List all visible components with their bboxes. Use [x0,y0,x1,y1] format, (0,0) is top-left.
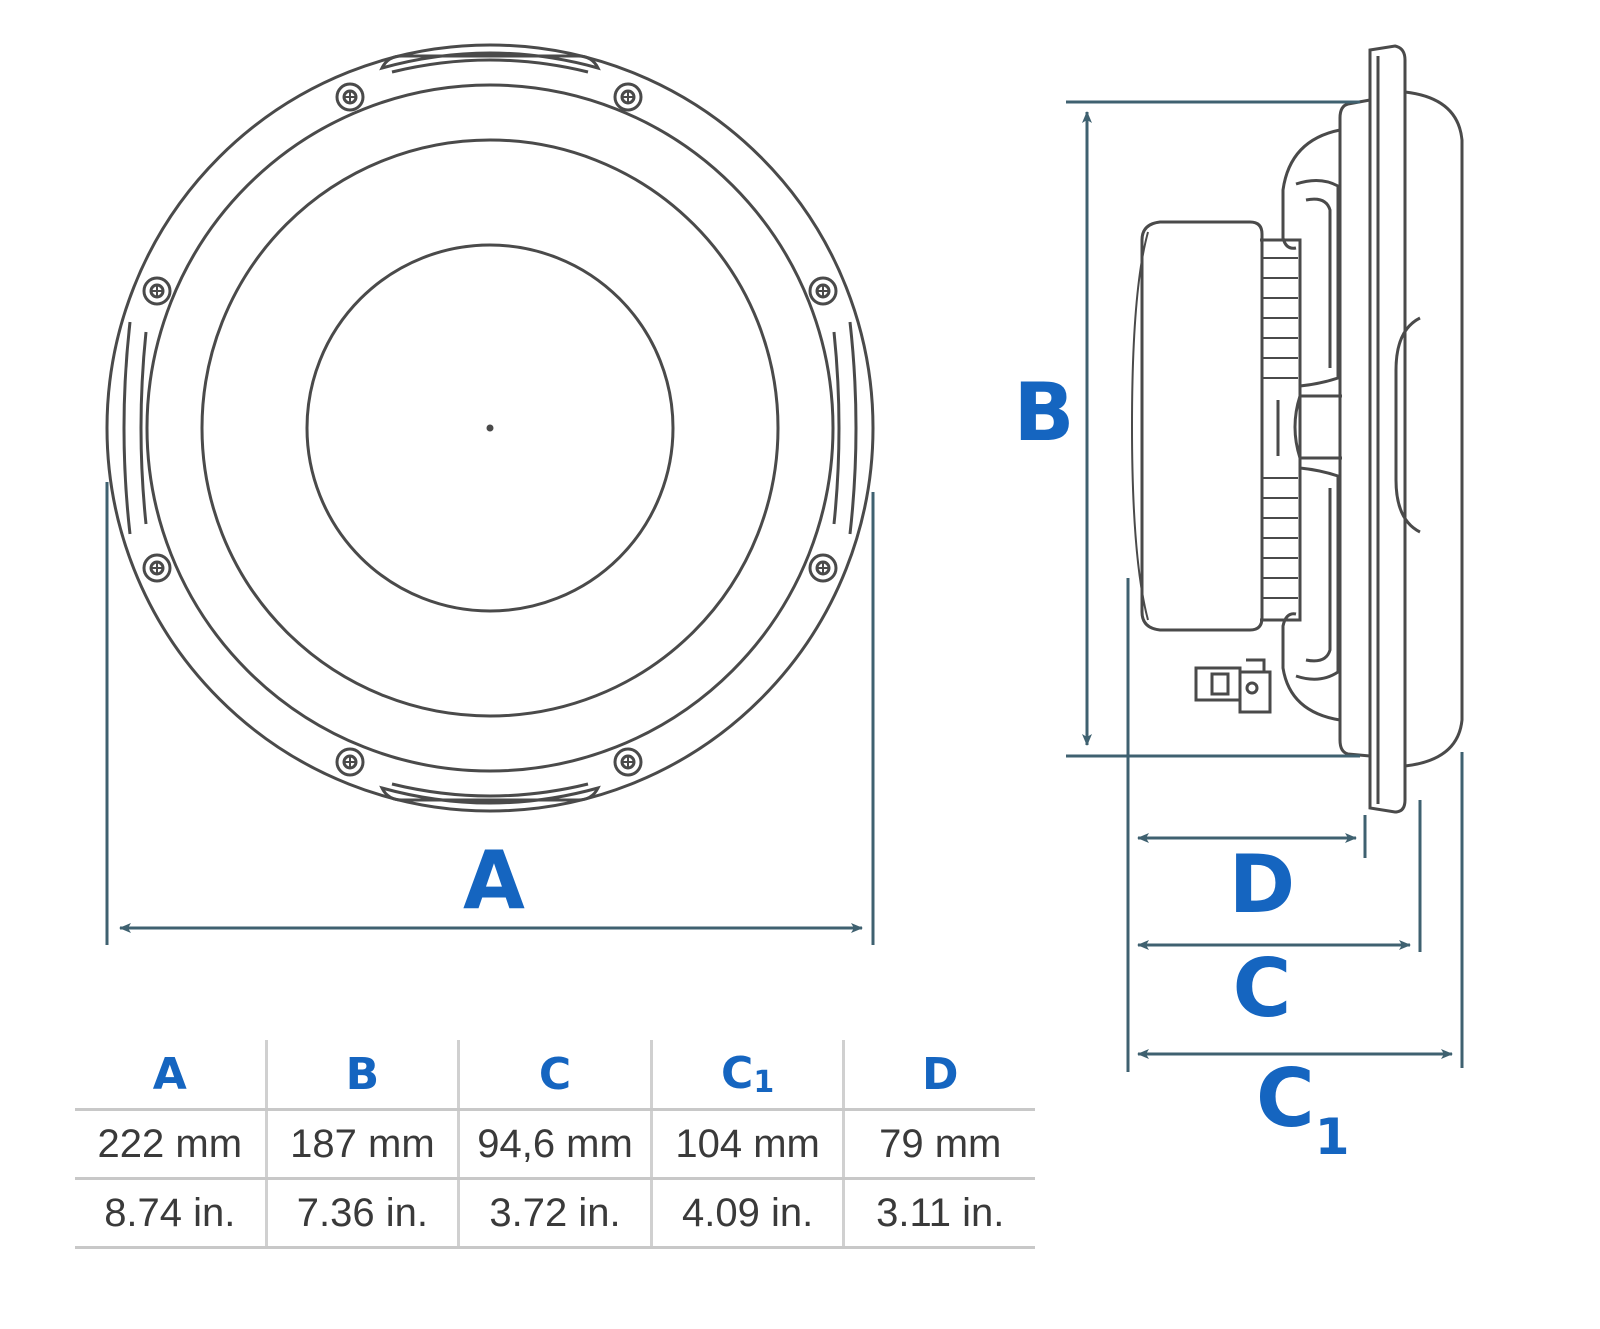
mounting-screw [613,747,643,777]
header-label: C [538,1048,572,1100]
lower-basket-rib [1295,466,1340,681]
label-c1: C1 [1256,1052,1350,1166]
frame-tab-left [122,321,132,535]
table-cell: 104 mm [649,1109,844,1180]
table-cell: 222 mm [75,1109,267,1180]
frame-tab-right [848,321,858,535]
outer-frame-ring [105,43,875,813]
inner-frame-ring [145,83,835,773]
header-c1: C1 [649,1040,844,1111]
header-label: C [721,1048,754,1099]
frame-tab-right-inner [832,331,841,525]
header-label: B [345,1048,380,1100]
lower-surround [1281,612,1341,722]
terminal-tab [1210,672,1230,696]
mounting-screw [808,553,838,583]
cone [305,243,675,613]
header-subscript: 1 [753,1065,775,1100]
table-cell: 7.36 in. [264,1178,459,1249]
speaker-side-view [1130,44,1464,814]
front-bezel [1404,90,1464,768]
mounting-screw [335,747,365,777]
table-row-mm: 222 mm 187 mm 94,6 mm 104 mm 79 mm [75,1109,1035,1180]
header-a: A [75,1040,267,1111]
label-d: D [1229,838,1295,931]
label-c1-sub: 1 [1315,1108,1350,1166]
mounting-screw [808,276,838,306]
front-flange [1368,44,1407,814]
upper-basket-rib [1295,179,1340,388]
spider-corrugation [1262,257,1298,599]
speaker-front-view [105,43,875,813]
frame-tab-bottom-inner [391,782,589,798]
basket-frame [1338,98,1371,758]
header-d: D [842,1040,1035,1111]
header-c: C [457,1040,652,1111]
dimension-a [105,482,875,945]
upper-surround [1281,128,1341,250]
surround-ring [200,138,780,718]
lower-basket-rib-inner [1305,488,1332,663]
magnet-assembly [1140,220,1264,632]
terminal-hole [1245,681,1259,695]
mounting-screw [613,82,643,112]
dimension-spec-table: A B C C1 D 222 mm 187 mm 94,6 mm 104 mm … [75,1040,1035,1249]
magnet-plate-edge [1130,231,1149,621]
table-cell: 79 mm [842,1109,1035,1180]
table-cell: 4.09 in. [649,1178,844,1249]
bezel-recess [1394,316,1421,534]
label-a: A [463,834,525,927]
table-cell: 3.72 in. [457,1178,652,1249]
table-cell: 8.74 in. [75,1178,267,1249]
mounting-screw [142,553,172,583]
mounting-screw [142,276,172,306]
table-cell: 3.11 in. [842,1178,1035,1249]
table-header-row: A B C C1 D [75,1040,1035,1111]
frame-tab-bottom [379,785,601,805]
frame-tab-top-inner [391,58,589,74]
dimension-b [1066,100,1360,758]
table-cell: 187 mm [264,1109,459,1180]
depth-extension-lines [1126,578,1464,1072]
header-label: A [152,1048,187,1100]
table-cell: 94,6 mm [457,1109,652,1180]
frame-tab-left-inner [139,331,148,525]
center-dot [486,424,494,432]
voice-coil-former [1293,394,1342,460]
label-c: C [1233,942,1292,1035]
spider [1260,238,1302,622]
mounting-screw [335,82,365,112]
header-b: B [264,1040,459,1111]
label-c1-main: C [1256,1052,1315,1145]
speaker-terminal [1194,658,1272,714]
frame-tab-top [379,51,601,71]
label-b: B [1014,366,1075,459]
upper-basket-rib-inner [1305,197,1332,368]
header-label: D [921,1048,959,1100]
table-row-in: 8.74 in. 7.36 in. 3.72 in. 4.09 in. 3.11… [75,1178,1035,1249]
